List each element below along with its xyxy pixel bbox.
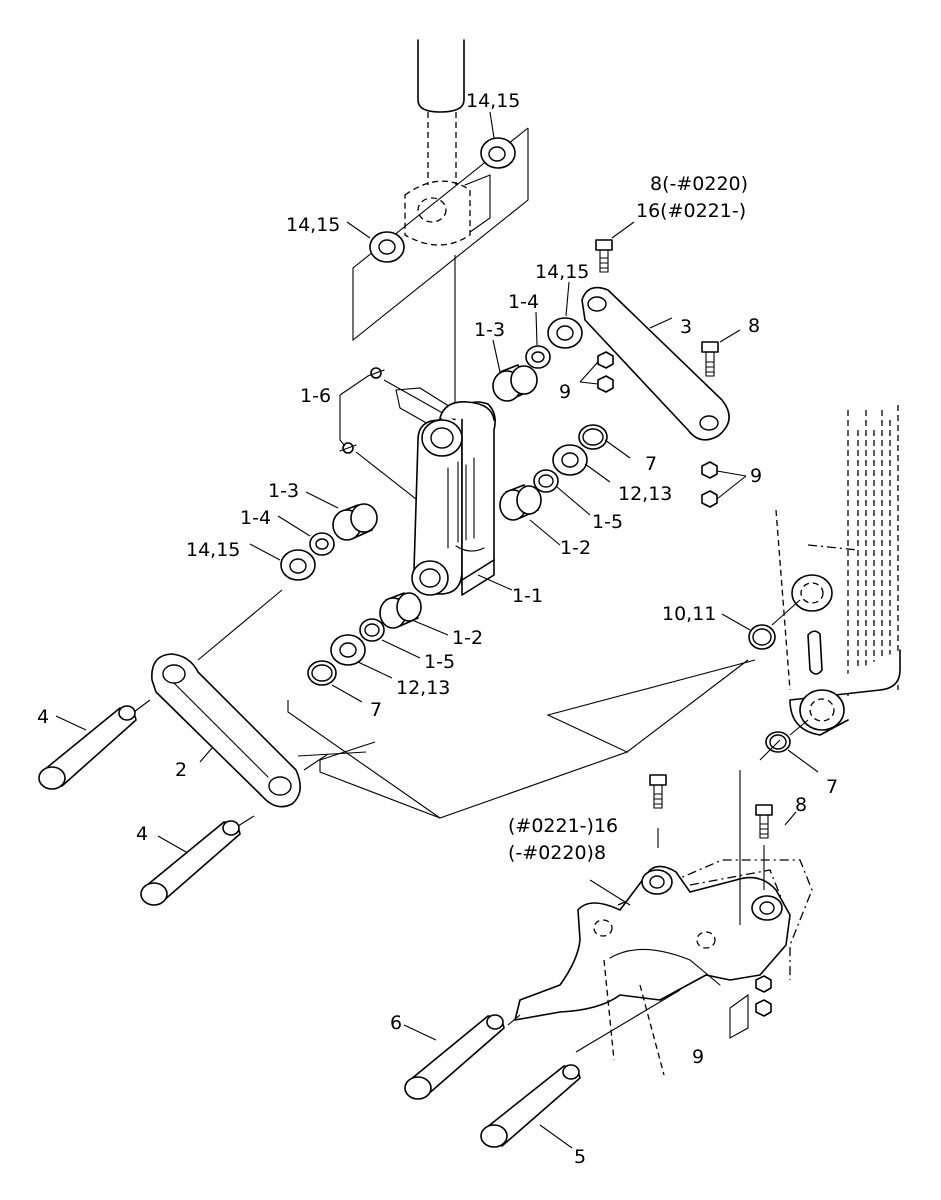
pin-5: [480, 1064, 581, 1148]
callout-1-4-upper: 1-4: [508, 291, 539, 313]
callout-1-3-upper: 1-3: [474, 319, 505, 341]
nuts-9-right: [701, 461, 747, 508]
ring-7-right: [578, 424, 608, 450]
callout-1-5-lower: 1-5: [424, 651, 455, 673]
seal-1-5-right: [533, 469, 559, 493]
callout-14-15-top: 14,15: [466, 90, 520, 112]
washer-14-15-left: [280, 549, 316, 581]
callout-labels: 14,15 14,15 8(-#0220) 16(#0221-) 14,15 1…: [37, 90, 838, 1168]
pin-4-upper: [38, 705, 137, 790]
callout-8-bottom: (-#0220)8: [508, 842, 606, 864]
callout-12-13-lower: 12,13: [396, 677, 450, 699]
callout-1-4-lower: 1-4: [240, 507, 271, 529]
shim-10-11: [748, 624, 776, 650]
cylinder-rod: [404, 39, 491, 246]
callout-14-15-mid: 14,15: [535, 261, 589, 283]
link-3: [581, 286, 730, 441]
callout-6: 6: [390, 1012, 402, 1034]
callout-16-top: 16(#0221-): [636, 200, 746, 222]
arm-structure: [775, 405, 901, 736]
callout-8-bottom-right: 8: [795, 794, 807, 816]
callout-7-arm: 7: [826, 776, 838, 798]
link-assembly-1-1: [411, 401, 496, 596]
washer-14-15-left-top: [369, 231, 405, 263]
callout-2: 2: [175, 759, 187, 781]
washer-12-13-right: [552, 444, 588, 476]
callout-16-bottom: (#0221-)16: [508, 815, 618, 837]
bolt-8-bottom: [755, 804, 773, 839]
bolt-8-16-top: [595, 239, 613, 273]
callout-1-5-right: 1-5: [592, 511, 623, 533]
bucket-bracket: [514, 859, 813, 1076]
seal-1-5-lower: [359, 618, 385, 642]
callout-14-15-left: 14,15: [186, 539, 240, 561]
bushing-1-2-lower: [379, 592, 422, 629]
pin-6: [404, 1014, 505, 1100]
washer-14-15-top: [480, 137, 516, 169]
washer-1-4-upper: [525, 345, 551, 369]
callout-4-upper: 4: [37, 706, 49, 728]
callout-leaders: [55, 111, 819, 1149]
callout-14-15-left-top: 14,15: [286, 214, 340, 236]
callout-10-11: 10,11: [662, 603, 716, 625]
assembly-boundary-lines: [287, 127, 756, 819]
callout-7-lower: 7: [370, 699, 382, 721]
callout-8-top: 8(-#0220): [650, 173, 748, 195]
washer-12-13-lower: [330, 634, 366, 666]
link-2: [151, 653, 301, 808]
callout-9-bottom: 9: [692, 1046, 704, 1068]
washer-1-4-lower: [309, 532, 335, 556]
callout-1-2-right: 1-2: [560, 537, 591, 559]
bolt-8-right: [701, 341, 719, 377]
pin-4-lower: [140, 820, 241, 906]
callout-9-upper: 9: [559, 381, 571, 403]
grease-fitting-1-6-upper: [367, 367, 385, 379]
callout-1-6: 1-6: [300, 385, 331, 407]
ring-7-lower: [307, 660, 337, 686]
callout-12-13-right: 12,13: [618, 483, 672, 505]
callout-1-1: 1-1: [512, 585, 543, 607]
callout-7-right: 7: [645, 453, 657, 475]
callout-1-3-lower: 1-3: [268, 480, 299, 502]
callout-9-right: 9: [750, 465, 762, 487]
callout-8-right: 8: [748, 315, 760, 337]
callout-5: 5: [574, 1146, 586, 1168]
nuts-9-upper: [579, 351, 614, 393]
bushing-1-3-lower: [332, 503, 378, 541]
grease-fitting-1-6-lower: [339, 442, 357, 454]
callout-1-2-lower: 1-2: [452, 627, 483, 649]
bushing-1-3-upper: [492, 364, 538, 402]
washer-14-15-mid: [547, 317, 583, 349]
nuts-9-bottom: [729, 975, 772, 1039]
bushing-1-2-right: [499, 484, 542, 521]
callout-4-lower: 4: [136, 823, 148, 845]
callout-3: 3: [680, 316, 692, 338]
bolt-16-bottom: [649, 774, 667, 809]
